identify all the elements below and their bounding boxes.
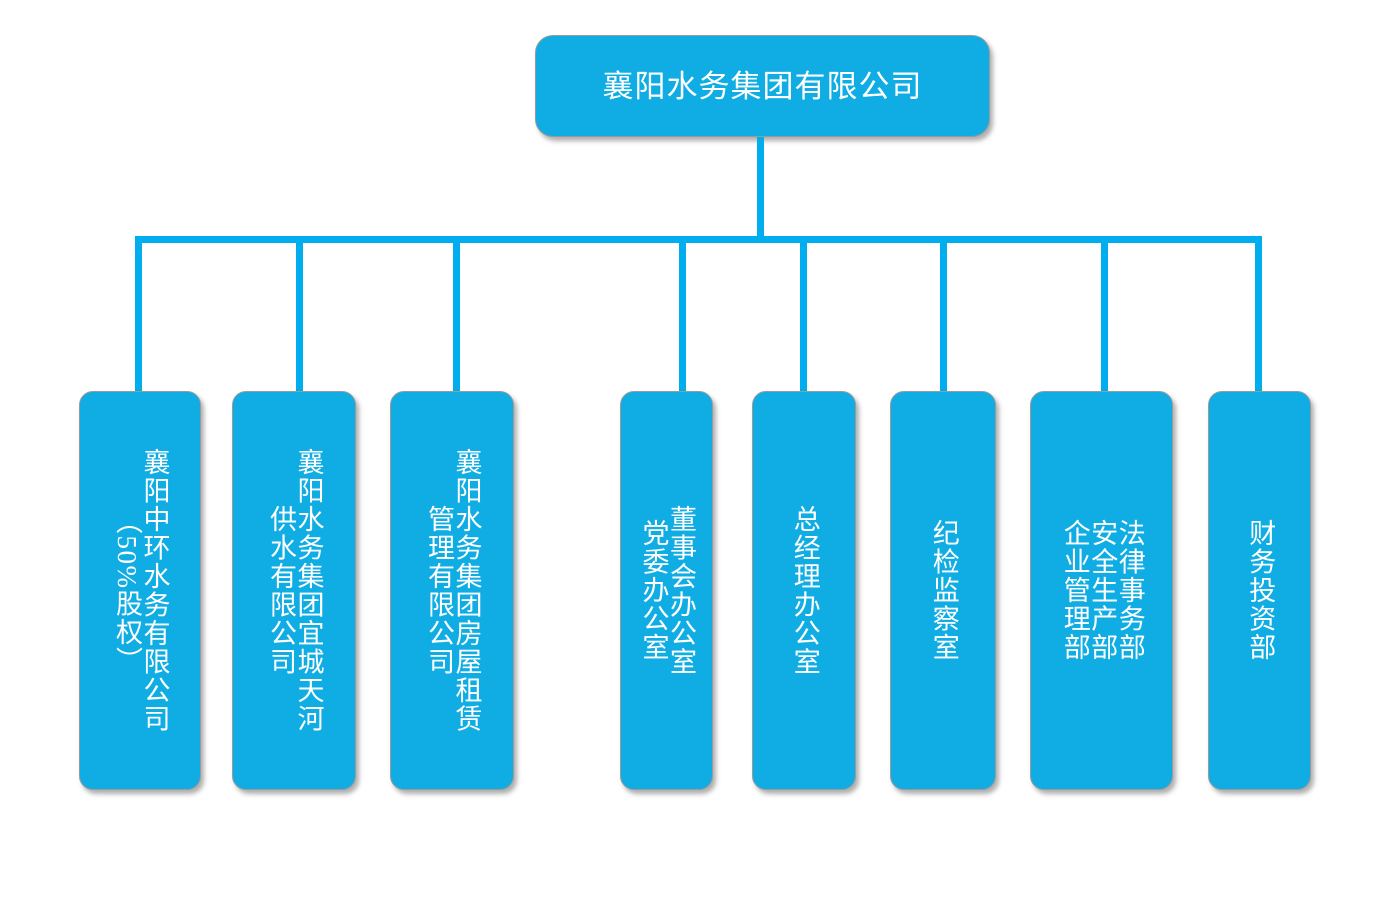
connector-horizontal-bus [135,236,1262,243]
connector-drop-1 [135,236,142,391]
node-child-4[interactable]: 董事会办公室 党委办公室 [620,391,713,790]
node-child-5[interactable]: 总经理办公室 [752,391,856,790]
node-child-6[interactable]: 纪检监察室 [890,391,996,790]
node-child-6-label-line-1: 纪检监察室 [928,519,959,662]
connector-drop-6 [940,236,947,391]
node-child-7-label-line-1: 法律事务部 [1114,519,1145,662]
node-root[interactable]: 襄阳水务集团有限公司 [535,35,990,137]
node-child-1-label-line-1: 襄阳中环水务有限公司 [139,448,170,733]
node-child-3-label-line-1: 襄阳水务集团房屋租赁 [451,448,482,733]
node-child-7-label-line-2: 安全生产部 [1087,519,1118,662]
node-root-label: 襄阳水务集团有限公司 [602,68,923,104]
node-child-2-label-line-2: 供水有限公司 [266,505,296,676]
node-child-1[interactable]: 襄阳中环水务有限公司 （50%股权） [79,391,201,790]
connector-drop-5 [800,236,807,391]
connector-drop-3 [453,236,460,391]
node-child-4-label-line-2: 党委办公室 [638,519,669,662]
connector-drop-7 [1101,236,1108,391]
node-child-2-label-line-1: 襄阳水务集团宜城天河 [293,448,324,733]
node-child-4-label-line-1: 董事会办公室 [666,505,697,676]
connector-drop-4 [679,236,686,391]
node-child-3[interactable]: 襄阳水务集团房屋租赁 管理有限公司 [390,391,514,790]
node-child-3-label-line-2: 管理有限公司 [424,505,454,676]
node-child-7-label-line-3: 企业管理部 [1059,519,1090,662]
connector-drop-8 [1255,236,1262,391]
connector-drop-2 [296,236,303,391]
node-child-8-label-line-1: 财务投资部 [1245,519,1276,662]
node-child-7[interactable]: 法律事务部 安全生产部 企业管理部 [1030,391,1173,790]
node-child-1-label-line-2: （50%股权） [112,506,142,675]
node-child-8[interactable]: 财务投资部 [1208,391,1311,790]
connector-root-stem [757,137,764,242]
node-child-5-label-line-1: 总经理办公室 [789,505,820,676]
node-child-2[interactable]: 襄阳水务集团宜城天河 供水有限公司 [232,391,356,790]
